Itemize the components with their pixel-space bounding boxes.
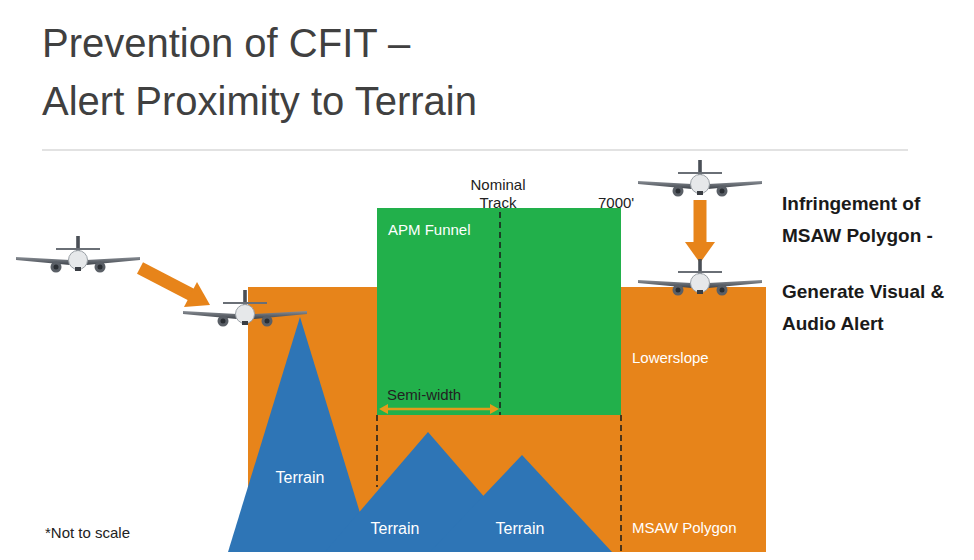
funnel-edge-line	[376, 415, 378, 487]
approach-arrow	[140, 268, 192, 295]
arrow-head	[490, 404, 499, 414]
arrow-head	[379, 404, 388, 414]
funnel-edge-line	[620, 415, 622, 552]
arrow-head	[685, 242, 715, 263]
semi-width-arrow	[386, 408, 492, 411]
dimension-label: Semi-width	[387, 386, 461, 403]
node-text: APM Funnel	[388, 221, 471, 238]
terrain-triangle	[430, 455, 612, 552]
note-label: *Not to scale	[45, 524, 130, 541]
nominal-track-line	[499, 212, 501, 415]
altitude-label: 7000'	[598, 194, 634, 211]
node-text: Terrain	[276, 469, 325, 487]
alert-label: Generate Visual & Audio Alert	[782, 276, 962, 340]
track-label: Nominal Track	[463, 176, 533, 212]
terrain-shape: Terrain	[228, 317, 372, 552]
aircraft	[183, 290, 307, 327]
terrain-shape: Terrain	[430, 455, 612, 552]
node-text: Lowerslope	[632, 349, 709, 366]
divider-line	[42, 149, 908, 151]
node-text: MSAW Polygon	[632, 519, 736, 536]
aircraft	[638, 160, 762, 197]
node-text: Terrain	[371, 520, 420, 538]
apm-funnel: APM Funnel	[377, 208, 621, 415]
terrain-outline	[430, 455, 612, 552]
terrain-outline	[228, 317, 372, 552]
arrow-head	[184, 282, 210, 307]
descent-arrow	[694, 200, 707, 244]
node-text: Terrain	[496, 520, 545, 538]
aircraft	[638, 259, 762, 296]
alert-label: Infringement of MSAW Polygon -	[782, 188, 962, 252]
slide-title: Prevention of CFIT – Alert Proximity to …	[42, 14, 494, 130]
aircraft	[16, 236, 140, 273]
terrain-triangle	[228, 317, 372, 552]
